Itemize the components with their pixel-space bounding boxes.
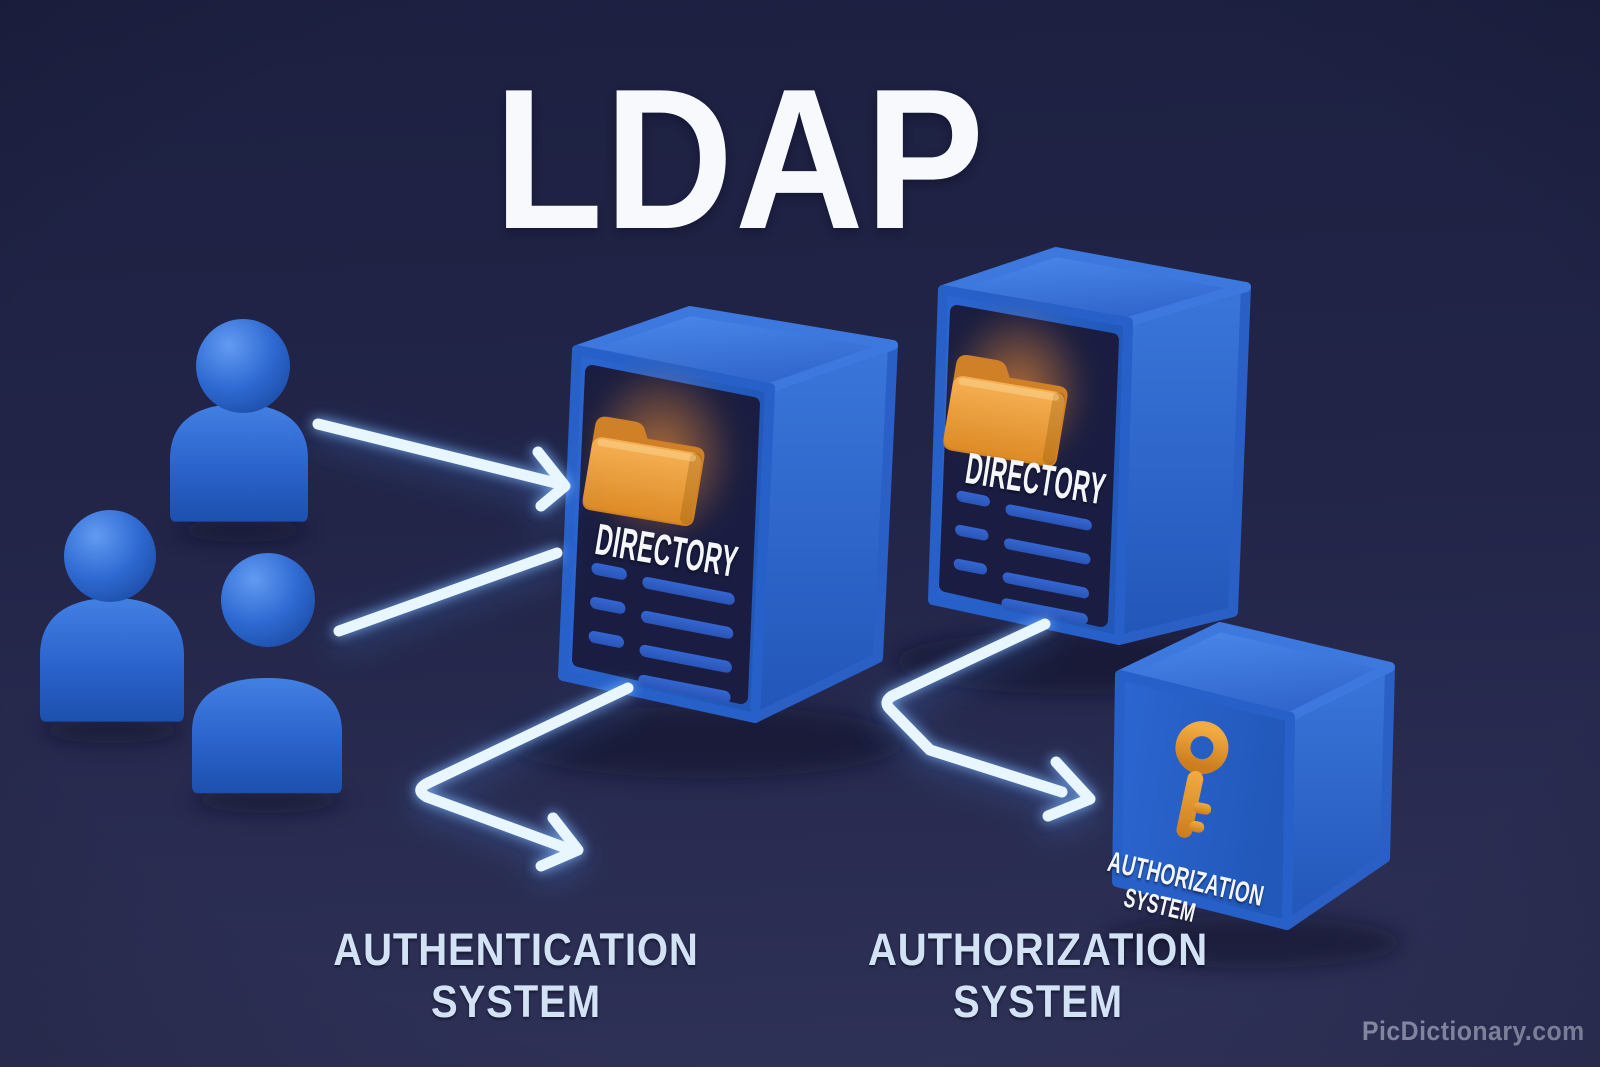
caption-line: SYSTEM — [430, 976, 602, 1027]
person-icon — [170, 319, 308, 522]
authorization-box — [1112, 622, 1395, 930]
authentication-system-caption: AUTHENTICATION SYSTEM — [329, 924, 703, 1028]
arrowhead — [535, 812, 584, 872]
person-icon — [40, 510, 184, 722]
page-title: LDAP — [494, 48, 986, 271]
arrowhead — [532, 446, 571, 512]
arrow-directory-to-authentication — [415, 682, 634, 854]
directory-server-1 — [558, 306, 898, 723]
caption-line: AUTHORIZATION — [867, 924, 1209, 975]
server-list-lines — [588, 563, 735, 703]
arrow-users-to-directory-2 — [333, 547, 563, 637]
arrows-group — [312, 418, 1096, 872]
arrow-directory-to-authorization — [881, 618, 1068, 798]
person-icon — [192, 553, 342, 794]
watermark: PicDictionary.com — [1362, 1016, 1585, 1046]
key-icon — [1175, 721, 1229, 838]
arrow-users-to-directory-1 — [312, 418, 562, 489]
users-group — [40, 319, 342, 794]
caption-line: SYSTEM — [952, 976, 1124, 1027]
caption-line: AUTHENTICATION — [333, 924, 699, 975]
folder-icon — [582, 416, 705, 526]
server-list-lines — [953, 490, 1092, 625]
folder-icon — [943, 355, 1068, 467]
arrowhead — [1042, 756, 1096, 822]
directory-server-2 — [928, 247, 1251, 645]
authorization-system-caption: AUTHORIZATION SYSTEM — [851, 924, 1225, 1028]
